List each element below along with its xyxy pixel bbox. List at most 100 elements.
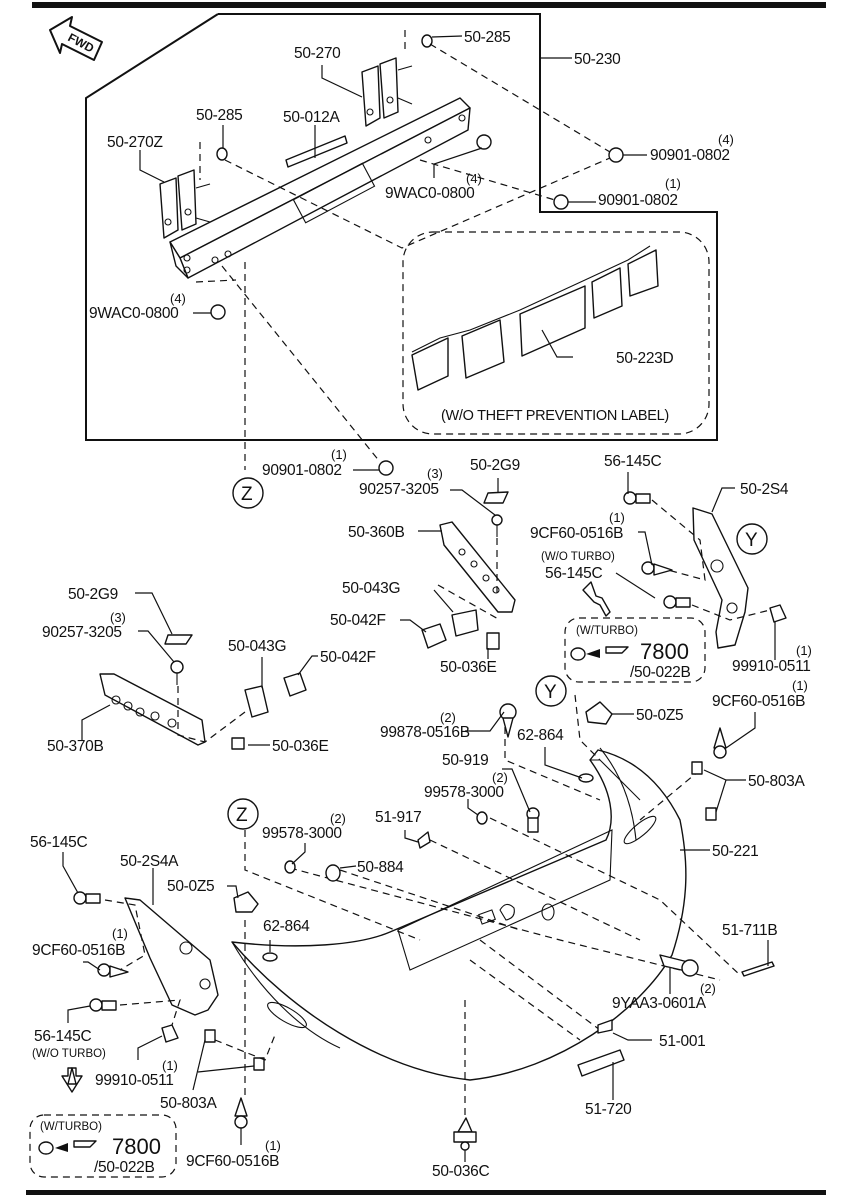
bracket-50-270Z-shape <box>159 169 211 239</box>
nut-90901-a <box>608 147 624 163</box>
reference-marker-z-bottom: Z <box>227 798 259 830</box>
part-label-50-036C: 50-036C <box>432 1163 490 1180</box>
nut-9wac0-b <box>210 304 226 320</box>
svg-text:99578-3000: 99578-3000 <box>262 825 342 842</box>
part-label-50-036E-b: 50-036E <box>272 738 329 755</box>
svg-text:(1): (1) <box>162 1058 178 1073</box>
svg-text:50-285: 50-285 <box>196 107 242 124</box>
svg-text:50-042F: 50-042F <box>330 612 386 629</box>
svg-text:50-884: 50-884 <box>357 859 404 876</box>
part-label-50-043G-b: 50-043G <box>228 638 287 655</box>
label-51-001 <box>597 1019 613 1034</box>
part-label-50-0Z5-a: 50-0Z5 <box>636 707 684 724</box>
double-arrow-icon-left <box>61 1067 83 1093</box>
turbo-ref-number-left: 7800 <box>112 1134 161 1159</box>
part-label-9WAC0-0800-a: (4) 9WAC0-0800 <box>385 171 482 202</box>
part-label-90901-0802-c: (1) 90901-0802 <box>262 447 347 479</box>
pad-50-2G9-b <box>164 634 193 645</box>
svg-text:50-803A: 50-803A <box>160 1095 217 1112</box>
svg-text:56-145C: 56-145C <box>545 565 602 582</box>
assembly-50-230-box <box>85 13 718 441</box>
svg-text:50-221: 50-221 <box>712 843 758 860</box>
svg-text:56-145C: 56-145C <box>30 834 87 851</box>
svg-text:9WAC0-0800: 9WAC0-0800 <box>89 305 179 322</box>
svg-text:9CF60-0516B: 9CF60-0516B <box>186 1153 279 1170</box>
svg-text:(W/O TURBO): (W/O TURBO) <box>541 551 615 563</box>
tag-51-917 <box>417 831 431 849</box>
part-label-9YAA3-0601A: (2) 9YAA3-0601A <box>612 981 716 1012</box>
clip-50-043G-b <box>244 685 269 718</box>
part-label-50-2G9-a: 50-2G9 <box>470 457 520 474</box>
svg-text:50-919: 50-919 <box>442 752 488 769</box>
svg-text:(1): (1) <box>265 1138 281 1153</box>
no-theft-label-option-box <box>402 231 710 435</box>
svg-text:50-036E: 50-036E <box>272 738 329 755</box>
turbo-ref-part-left: /50-022B <box>94 1159 155 1176</box>
clip-56-145C-b <box>663 595 691 609</box>
part-label-99578-3000-b: (2) 99578-3000 <box>262 811 346 842</box>
svg-text:(2): (2) <box>492 770 508 785</box>
svg-text:56-145C: 56-145C <box>34 1028 91 1045</box>
svg-text:9YAA3-0601A: 9YAA3-0601A <box>612 995 707 1012</box>
svg-text:Z: Z <box>241 484 253 505</box>
part-label-50-043G-a: 50-043G <box>342 580 401 597</box>
svg-text:(1): (1) <box>331 447 347 462</box>
turbo-option-box-left <box>29 1114 177 1178</box>
part-label-62-864-a: 62-864 <box>517 727 564 744</box>
svg-text:50-2G9: 50-2G9 <box>68 586 118 603</box>
top-border-rule <box>32 2 826 8</box>
svg-text:9CF60-0516B: 9CF60-0516B <box>32 942 125 959</box>
bolt-9YAA3 <box>659 954 699 977</box>
reflector-51-720 <box>577 1049 625 1077</box>
plug-62-864-b <box>262 952 278 962</box>
svg-text:50-042F: 50-042F <box>320 649 376 666</box>
bumper-cover-50-221 <box>231 747 687 1081</box>
part-label-62-864-b: 62-864 <box>263 918 310 935</box>
svg-text:(W/O TURBO): (W/O TURBO) <box>32 1048 106 1060</box>
svg-text:50-0Z5: 50-0Z5 <box>167 878 214 895</box>
nut-90901-b <box>553 194 569 210</box>
part-label-50-012A: 50-012A <box>283 109 341 126</box>
screw-9CF60-b <box>713 727 727 759</box>
part-label-50-2G9-b: 50-2G9 <box>68 586 118 603</box>
bracket-50-360B-shape <box>439 521 516 613</box>
grommet-50-884 <box>325 864 341 882</box>
clip-50-919 <box>526 807 540 833</box>
part-label-9WAC0-0800-b: (4) 9WAC0-0800 <box>89 291 186 322</box>
svg-text:90257-3205: 90257-3205 <box>359 481 439 498</box>
svg-text:90901-0802: 90901-0802 <box>262 462 342 479</box>
part-label-56-145C-c: 56-145C <box>30 834 88 851</box>
bumper-reinforcement-beam <box>169 97 471 279</box>
part-label-51-917: 51-917 <box>375 809 422 826</box>
bracket-50-2S4A-shape <box>124 897 219 1016</box>
svg-text:(3): (3) <box>110 610 126 625</box>
plug-62-864-a <box>578 773 594 783</box>
svg-text:99878-0516B: 99878-0516B <box>380 724 470 741</box>
part-label-50-360B: 50-360B <box>348 524 405 541</box>
svg-text:50-370B: 50-370B <box>47 738 104 755</box>
clip-turbo-icon-left <box>38 1141 54 1155</box>
svg-text:50-223D: 50-223D <box>616 350 673 367</box>
clip-50-0Z5-b <box>233 891 259 913</box>
part-label-9CF60-0516B-c: (1) 9CF60-0516B <box>32 926 128 959</box>
svg-text:50-2S4: 50-2S4 <box>740 481 789 498</box>
bracket-50-270-shape <box>361 57 413 127</box>
svg-text:56-145C: 56-145C <box>604 453 661 470</box>
part-label-50-270: 50-270 <box>294 45 341 62</box>
nut-50-803A-a1 <box>691 761 703 775</box>
svg-text:50-036C: 50-036C <box>432 1163 489 1180</box>
svg-text:50-036E: 50-036E <box>440 659 497 676</box>
svg-text:(4): (4) <box>718 132 734 147</box>
svg-text:(W/O THEFT PREVENTION LABEL): (W/O THEFT PREVENTION LABEL) <box>441 408 669 424</box>
svg-text:99910-0511: 99910-0511 <box>95 1072 174 1089</box>
part-label-90257-3205-b: (3) 90257-3205 <box>42 610 126 641</box>
svg-text:50-012A: 50-012A <box>283 109 340 126</box>
svg-text:62-864: 62-864 <box>263 918 310 935</box>
reference-marker-z-top: Z <box>232 477 264 509</box>
pointing-hand-icon <box>586 646 629 658</box>
clip-50-043G-a <box>451 609 479 637</box>
part-label-50-223D: 50-223D <box>616 350 674 367</box>
part-label-50-884: 50-884 <box>357 859 404 876</box>
nut-99910-a <box>769 604 787 623</box>
